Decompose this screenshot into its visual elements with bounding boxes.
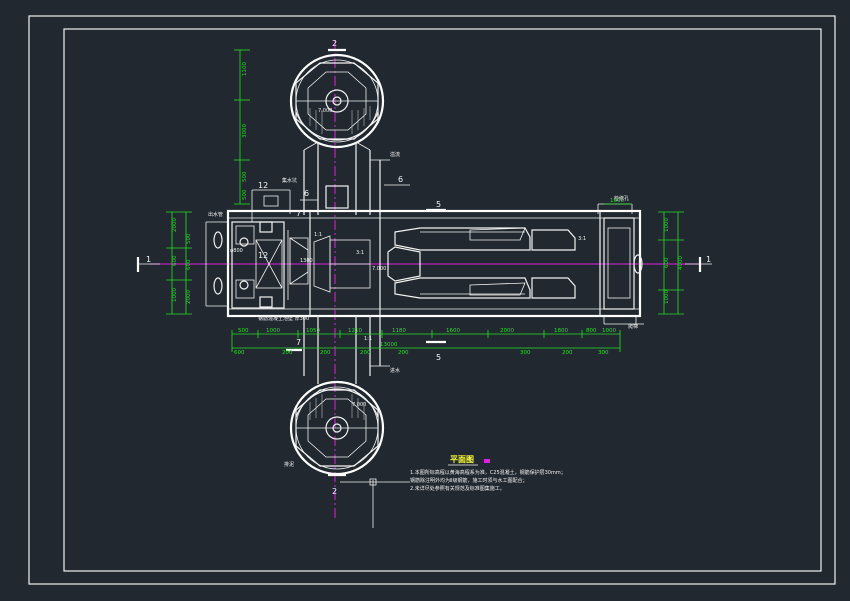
dim-bottom-3: 1050 — [306, 328, 320, 334]
slope-lower: 1:1 — [364, 336, 372, 342]
section-label-top: 2 — [332, 39, 337, 48]
elevation-top: 7.000 — [318, 108, 332, 114]
title-marker — [484, 459, 490, 463]
top-circular-tank — [289, 53, 385, 149]
section-label-12-lower: 12 — [258, 251, 268, 260]
dim-left-1: 2000 — [172, 218, 178, 232]
inner-frame — [63, 28, 822, 572]
dim-bottom-1: 500 — [238, 328, 249, 334]
dim-bottom-9: 800 — [586, 328, 597, 334]
bottom-connector-channel — [303, 316, 390, 384]
callout-right: 检修孔 — [614, 195, 629, 202]
dim-bottom-total: 13000 — [380, 342, 398, 348]
slope-center: 3:1 — [356, 250, 364, 256]
dim-left-4: 500 — [186, 233, 192, 244]
note-line-2: 钢筋除注明外均为Ⅱ级钢筋，施工时须与水工图配合； — [410, 477, 527, 484]
dim-bottom-6: 1600 — [446, 328, 460, 334]
dim-bottom-row2-2: 200 — [282, 350, 293, 356]
dim-top-1: 1100 — [242, 62, 248, 76]
lower-circle-note: 排泥 — [284, 461, 294, 468]
note-line-3: 2.未详尽处参照有关规范及标准图集施工。 — [410, 485, 505, 492]
top-connector-channel — [303, 141, 390, 215]
section-label-7-upper: 7 — [296, 209, 301, 218]
dim-bottom-4: 1210 — [348, 328, 362, 334]
dim-top-4: 500 — [242, 189, 248, 200]
dim-bottom-row2-8: 300 — [598, 350, 609, 356]
dim-bottom-row2-3: 200 — [320, 350, 331, 356]
dimension-lines — [166, 49, 684, 352]
dim-bottom-7: 2000 — [500, 328, 514, 334]
section-label-12-upper: 12 — [258, 181, 268, 190]
section-label-right: 1 — [706, 255, 711, 264]
section-label-6-left: 6 — [304, 189, 309, 198]
dim-right-3: 1000 — [664, 290, 670, 304]
dim-right-top: 1000 — [610, 198, 624, 204]
dim-bottom-5: 1180 — [392, 328, 406, 334]
outer-frame — [28, 15, 836, 585]
dim-left-3: 1000 — [172, 288, 178, 302]
section-label-6-right: 6 — [398, 175, 403, 184]
callout-left-box: 集水坑 — [282, 177, 297, 184]
section-label-left: 1 — [146, 255, 151, 264]
left-note: 钢筋混凝土池壁 厚300 — [258, 315, 309, 322]
dim-1300: 1300 — [300, 258, 313, 264]
section-label-7-lower: 7 — [296, 338, 301, 347]
dim-right-1: 1000 — [664, 218, 670, 232]
dim-bottom-row2-4: 200 — [360, 350, 371, 356]
callout-upper: 溢流 — [390, 151, 400, 158]
dim-bottom-2: 1000 — [266, 328, 280, 334]
dim-bottom-10: 1000 — [602, 328, 616, 334]
callout-lower: 进水 — [390, 367, 400, 374]
slope-left: 1:1 — [314, 232, 322, 238]
section-label-mid-lower: 5 — [436, 353, 441, 362]
dim-bottom-row2-6: 300 — [520, 350, 531, 356]
pipe-label: φ800 — [230, 248, 243, 254]
lower-channel — [394, 277, 576, 299]
note-line-1: 1.本图所标高程以黄海高程系为准，C25混凝土，钢筋保护层30mm； — [410, 469, 566, 476]
bottom-circular-tank — [289, 380, 385, 476]
bottom-leader — [340, 478, 410, 528]
dim-top-3: 500 — [242, 171, 248, 182]
left-equipment-section — [205, 189, 309, 309]
callout-left-top: 出水管 — [208, 211, 223, 218]
drawing-title: 平面图 — [450, 455, 474, 464]
dim-right-4: 4000 — [678, 256, 684, 270]
dim-bottom-row2-7: 200 — [562, 350, 573, 356]
upper-channel — [394, 227, 576, 251]
dim-bottom-8: 1800 — [554, 328, 568, 334]
dim-bottom-row2-1: 600 — [234, 350, 245, 356]
section-label-bottom: 2 — [332, 487, 337, 496]
slope-right: 3:1 — [578, 236, 586, 242]
dim-bottom-row2-5: 200 — [398, 350, 409, 356]
center-divider — [313, 235, 421, 293]
dim-left-2: 600 — [172, 255, 178, 266]
section-marker-symbols — [136, 48, 712, 477]
dim-right-2: 600 — [664, 257, 670, 268]
callout-right-lower: 爬梯 — [628, 323, 638, 330]
section-label-mid-upper: 5 — [436, 200, 441, 209]
elevation-mid: 7.000 — [372, 266, 386, 272]
dim-left-5: 600 — [186, 259, 192, 270]
dim-top-2: 3000 — [242, 124, 248, 138]
elevation-bottom: 7.000 — [352, 402, 366, 408]
dim-left-6: 2000 — [186, 290, 192, 304]
